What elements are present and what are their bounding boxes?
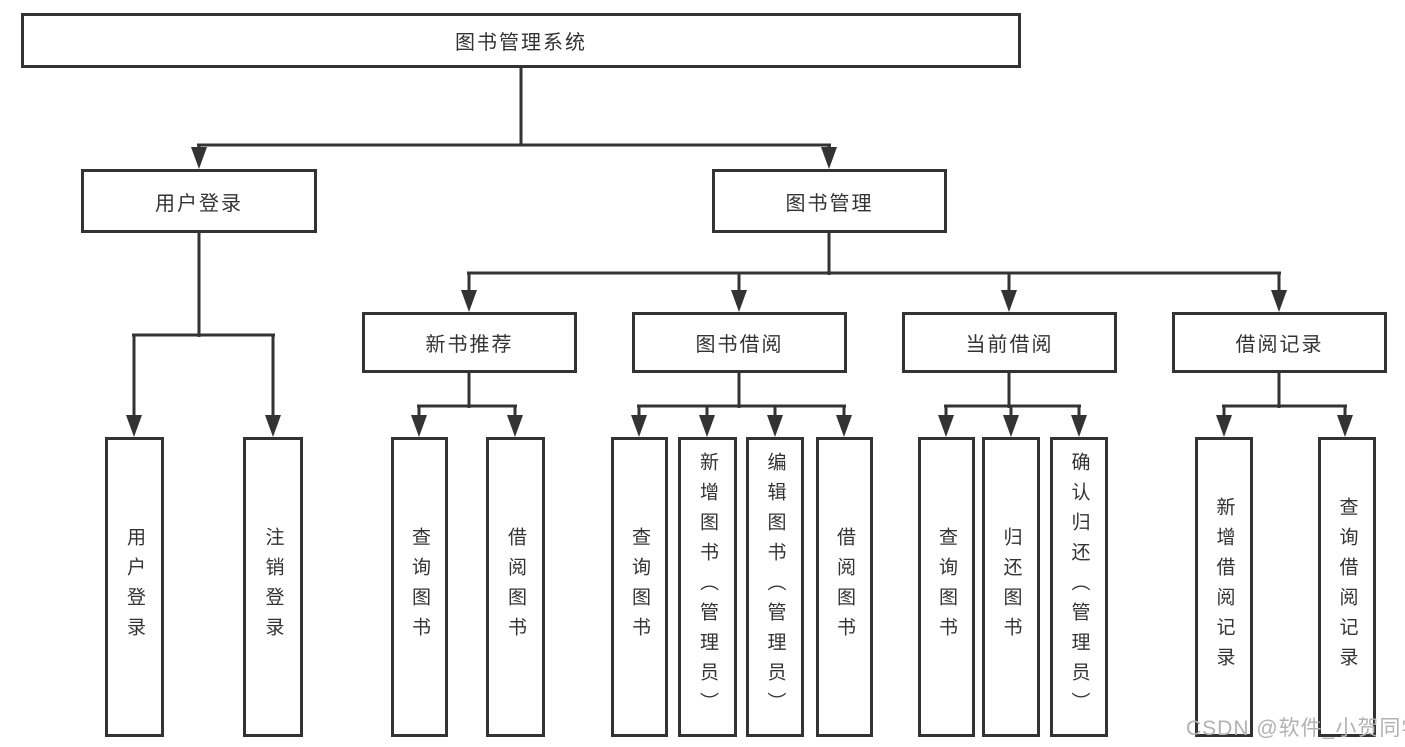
leaf-user-login-label: 用户登录 — [124, 527, 145, 647]
leaf-records-add-record: 新增借阅记录 — [1195, 437, 1253, 737]
leaf-current-confirm-return-admin: 确认归还（管理员） — [1050, 437, 1108, 737]
leaf-records-query-record-label: 查询借阅记录 — [1336, 497, 1358, 677]
leaf-borrow-borrow-books: 借阅图书 — [816, 437, 873, 737]
node-book-management: 图书管理 — [712, 169, 947, 233]
leaf-logout: 注销登录 — [243, 437, 303, 737]
leaf-logout-label: 注销登录 — [262, 527, 284, 647]
leaf-newbook-borrow-books-label: 借阅图书 — [505, 527, 526, 647]
leaf-borrow-add-books-admin-label: 新增图书（管理员） — [697, 452, 718, 722]
node-root-system: 图书管理系统 — [21, 13, 1021, 68]
leaf-borrow-borrow-books-label: 借阅图书 — [834, 527, 855, 647]
leaf-borrow-query-books-label: 查询图书 — [629, 527, 650, 647]
node-user-login: 用户登录 — [81, 169, 317, 233]
node-new-book-recommend: 新书推荐 — [362, 312, 577, 373]
leaf-borrow-query-books: 查询图书 — [611, 437, 668, 737]
leaf-records-add-record-label: 新增借阅记录 — [1213, 497, 1235, 677]
node-root-label: 图书管理系统 — [455, 32, 587, 54]
leaf-current-return-books-label: 归还图书 — [1000, 527, 1022, 647]
leaf-current-query-books-label: 查询图书 — [936, 527, 957, 647]
node-new-book-recommend-label: 新书推荐 — [425, 334, 514, 356]
node-current-borrow: 当前借阅 — [902, 312, 1117, 373]
csdn-watermark: CSDN @软件_小贺同学 — [1186, 717, 1405, 740]
leaf-newbook-borrow-books: 借阅图书 — [486, 437, 545, 737]
leaf-borrow-edit-books-admin-label: 编辑图书（管理员） — [764, 452, 786, 722]
leaf-records-query-record: 查询借阅记录 — [1318, 437, 1376, 737]
leaf-newbook-query-books-label: 查询图书 — [409, 527, 430, 647]
leaf-newbook-query-books: 查询图书 — [391, 437, 448, 737]
leaf-borrow-add-books-admin: 新增图书（管理员） — [678, 437, 737, 737]
node-current-borrow-label: 当前借阅 — [965, 334, 1054, 356]
leaf-user-login: 用户登录 — [105, 437, 164, 737]
leaf-current-query-books: 查询图书 — [918, 437, 975, 737]
node-book-borrow-label: 图书借阅 — [695, 334, 784, 356]
node-borrow-records: 借阅记录 — [1172, 312, 1387, 373]
leaf-current-return-books: 归还图书 — [982, 437, 1040, 737]
node-book-borrow: 图书借阅 — [632, 312, 847, 373]
node-borrow-records-label: 借阅记录 — [1235, 334, 1324, 356]
leaf-current-confirm-return-admin-label: 确认归还（管理员） — [1068, 452, 1090, 722]
node-user-login-label: 用户登录 — [155, 192, 243, 215]
node-book-management-label: 图书管理 — [785, 192, 874, 215]
leaf-borrow-edit-books-admin: 编辑图书（管理员） — [746, 437, 804, 737]
